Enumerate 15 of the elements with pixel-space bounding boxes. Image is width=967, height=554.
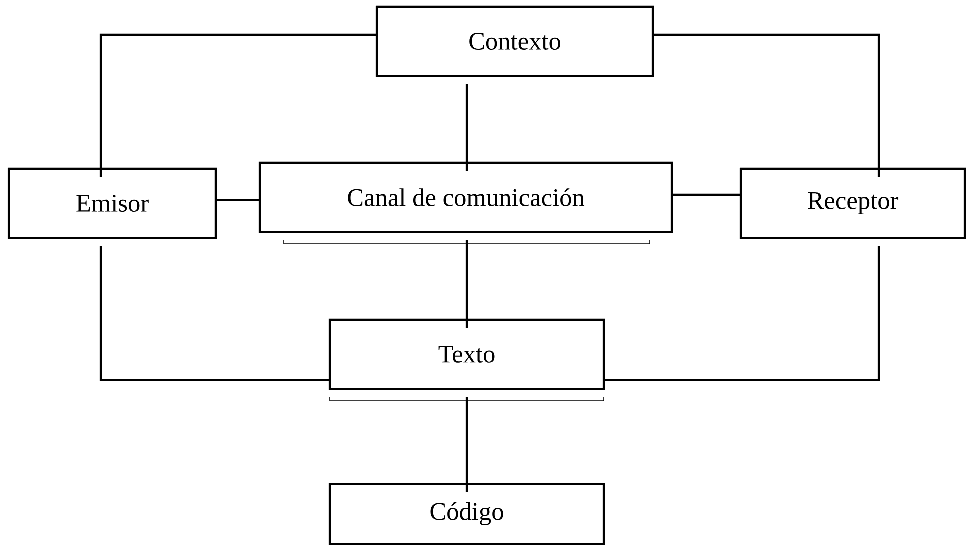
text-box: Código xyxy=(328,482,606,546)
connector-line xyxy=(100,34,377,177)
connector-line xyxy=(466,397,468,492)
text-box: Emisor xyxy=(8,168,218,240)
text-box: Contexto xyxy=(376,6,654,78)
connector-line xyxy=(466,84,468,171)
text-box: Texto xyxy=(328,318,606,402)
connector-line xyxy=(100,246,330,382)
text-box: Receptor xyxy=(740,168,966,240)
text-box: Canal de comunicación xyxy=(258,162,674,244)
connector-line xyxy=(216,198,260,202)
connector-line xyxy=(466,240,468,328)
connector-line xyxy=(653,34,880,177)
connector-line xyxy=(604,246,880,382)
connector-line xyxy=(672,194,741,196)
